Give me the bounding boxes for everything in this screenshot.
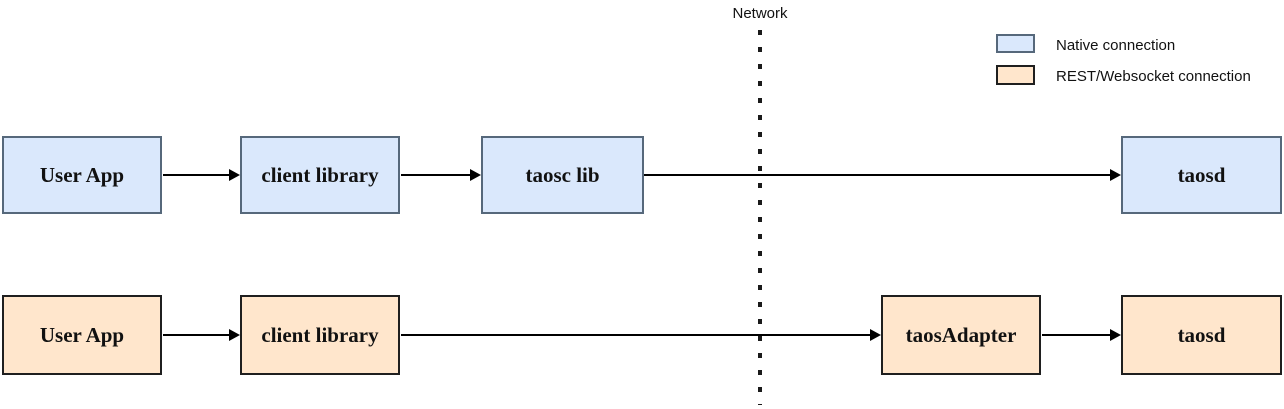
- arrow-shaft: [401, 334, 872, 336]
- node-user-app-native: User App: [2, 136, 162, 214]
- node-taos-adapter: taosAdapter: [881, 295, 1041, 375]
- arrow-head-icon: [1110, 329, 1121, 341]
- arrow-shaft: [644, 174, 1112, 176]
- node-user-app-rest: User App: [2, 295, 162, 375]
- arrow-clientlibrary-to-taosadapter: [401, 329, 881, 341]
- arrow-taosclib-to-taosd: [644, 169, 1121, 181]
- legend-label-rest: REST/Websocket connection: [1056, 68, 1251, 85]
- arrow-head-icon: [870, 329, 881, 341]
- arrow-shaft: [163, 334, 231, 336]
- arrow-taosadapter-to-taosd: [1042, 329, 1121, 341]
- node-taosd-rest: taosd: [1121, 295, 1282, 375]
- arrow-userapp-to-clientlibrary-native: [163, 169, 240, 181]
- node-taosc-lib: taosc lib: [481, 136, 644, 214]
- node-client-library-rest: client library: [240, 295, 400, 375]
- node-taosd-native: taosd: [1121, 136, 1282, 214]
- arrow-shaft: [163, 174, 231, 176]
- legend-swatch-native: [996, 34, 1035, 53]
- arrow-head-icon: [1110, 169, 1121, 181]
- arrow-head-icon: [229, 329, 240, 341]
- network-divider-dotted-line: [758, 30, 762, 405]
- arrow-head-icon: [470, 169, 481, 181]
- network-label: Network: [732, 5, 788, 22]
- legend-label-native: Native connection: [1056, 37, 1176, 54]
- arrow-shaft: [401, 174, 472, 176]
- node-client-library-native: client library: [240, 136, 400, 214]
- arrow-userapp-to-clientlibrary-rest: [163, 329, 240, 341]
- arrow-clientlibrary-to-taosclib: [401, 169, 481, 181]
- arrow-shaft: [1042, 334, 1112, 336]
- arrow-head-icon: [229, 169, 240, 181]
- legend-swatch-rest: [996, 65, 1035, 85]
